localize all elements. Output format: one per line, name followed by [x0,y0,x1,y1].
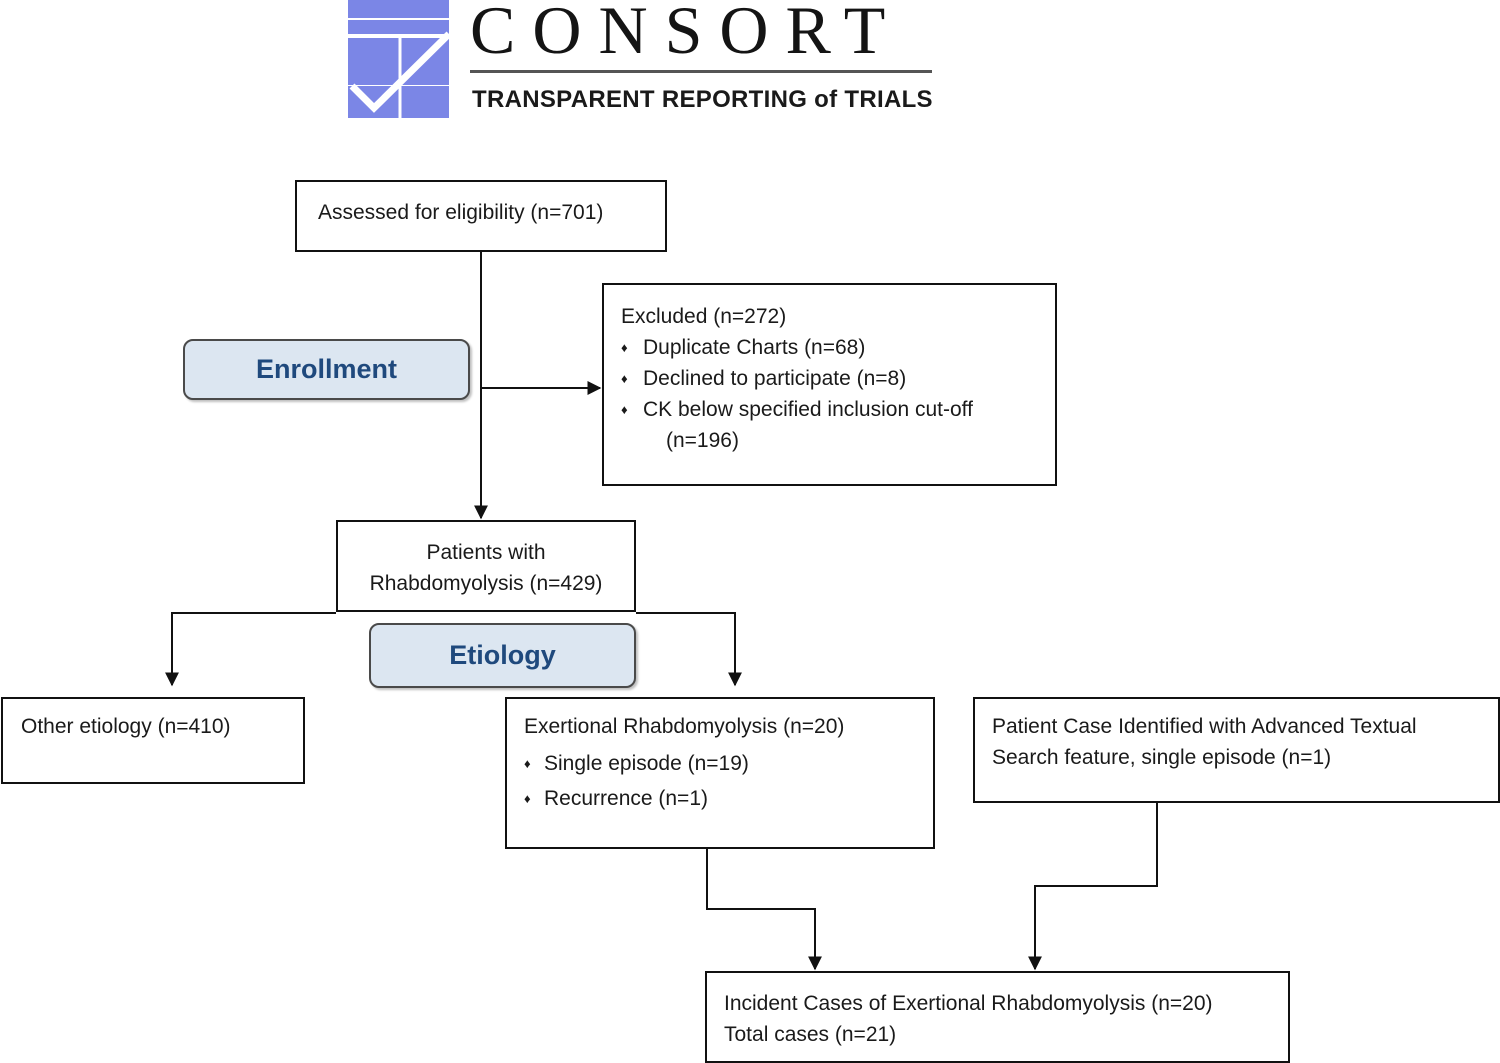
exertional-title: Exertional Rhabdomyolysis (n=20) [524,715,845,738]
excluded-box: Excluded (n=272) ♦ Duplicate Charts (n=68… [602,283,1057,486]
patients-line-2: Rhabdomyolysis (n=429) [369,572,603,595]
excluded-item-text: CK below specified inclusion cut-off [643,398,973,421]
enrollment-phase-label: Enrollment [183,339,470,400]
excluded-item-text: Declined to participate (n=8) [643,367,907,390]
excluded-item: ♦ Duplicate Charts (n=68) [621,332,1055,363]
enrollment-label-text: Enrollment [255,354,397,384]
patients-line-1: Patients with [426,541,546,564]
exertional-item: ♦ Single episode (n=19) [524,748,933,779]
advanced-line-1: Patient Case Identified with Advanced Te… [992,715,1417,738]
diamond-bullet-icon: ♦ [621,402,628,417]
arrow-exertional-to-incident [706,849,822,971]
logo-divider [470,70,932,73]
excluded-item: ♦ Declined to participate (n=8) [621,363,1055,394]
other-etiology-box: Other etiology (n=410) [1,697,305,784]
diamond-bullet-icon: ♦ [621,371,628,386]
advanced-line-2: Search feature, single episode (n=1) [992,746,1332,769]
excluded-item: ♦ CK below specified inclusion cut-off [621,394,1055,425]
etiology-label-text: Etiology [449,640,556,670]
incident-line-2: Total cases (n=21) [724,1023,897,1046]
etiology-phase-label: Etiology [369,623,636,688]
consort-logo-mark-icon [348,0,449,118]
consort-wordmark: CONSORT [470,0,903,68]
diamond-bullet-icon: ♦ [524,791,531,806]
other-etiology-text: Other etiology (n=410) [21,715,231,738]
exertional-item-text: Single episode (n=19) [544,752,749,775]
incident-cases-box: Incident Cases of Exertional Rhabdomyoly… [705,971,1290,1063]
diamond-bullet-icon: ♦ [621,340,628,355]
excluded-title: Excluded (n=272) [621,305,787,328]
excluded-item-continuation: (n=196) [666,429,739,452]
advanced-search-box: Patient Case Identified with Advanced Te… [973,697,1500,803]
arrow-to-other-etiology [165,612,336,687]
exertional-box: Exertional Rhabdomyolysis (n=20) ♦ Single… [505,697,935,849]
exertional-item-text: Recurrence (n=1) [544,787,708,810]
consort-tagline: TRANSPARENT REPORTING of TRIALS [472,86,933,113]
arrow-to-exertional [636,612,742,687]
eligibility-box: Assessed for eligibility (n=701) [295,180,667,252]
exertional-item: ♦ Recurrence (n=1) [524,783,933,814]
incident-line-1: Incident Cases of Exertional Rhabdomyoly… [724,992,1213,1015]
excluded-item-text: Duplicate Charts (n=68) [643,336,866,359]
eligibility-text: Assessed for eligibility (n=701) [318,201,604,224]
diamond-bullet-icon: ♦ [524,756,531,771]
arrow-advanced-to-incident [1028,803,1158,971]
patients-box: Patients with Rhabdomyolysis (n=429) [336,520,636,612]
